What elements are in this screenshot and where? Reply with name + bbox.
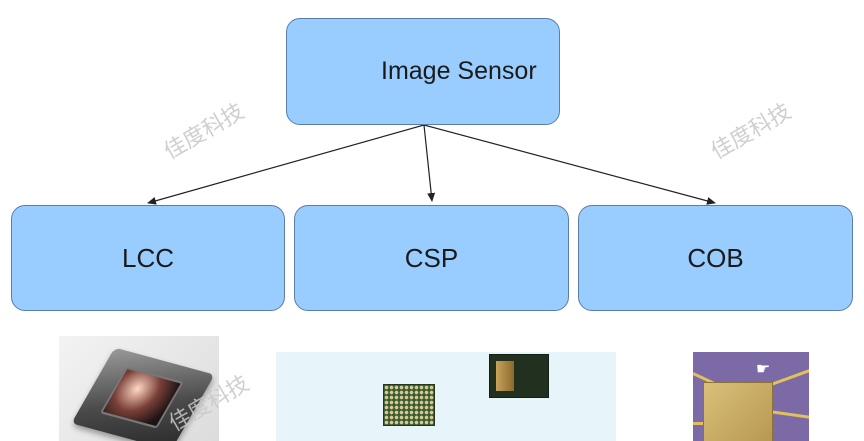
csp-die-stripe: [496, 361, 514, 391]
csp-die-chip: [489, 354, 549, 398]
image-sensor-label: Image Sensor: [381, 57, 537, 85]
image-sensor-node: Image Sensor: [286, 18, 560, 125]
cob-node: COB: [578, 205, 853, 311]
lcc-label: LCC: [121, 242, 174, 273]
cob-package-photo: ☛: [693, 352, 809, 441]
csp-label: CSP: [404, 242, 459, 273]
lcc-package-photo: [59, 336, 219, 441]
lcc-node: LCC: [11, 205, 285, 311]
cob-bare-die: [703, 382, 773, 441]
arrow-to-cob: [423, 124, 716, 205]
arrow-to-lcc: [147, 124, 425, 205]
cob-label: COB: [687, 242, 744, 273]
cob-trace: [768, 410, 809, 420]
csp-package-photo: [276, 352, 616, 441]
csp-node: CSP: [294, 205, 569, 311]
csp-ball-grid-chip: [383, 384, 435, 426]
cob-trace: [693, 422, 709, 425]
arrow-to-csp: [423, 124, 436, 202]
pointing-hand-icon: ☛: [755, 361, 771, 378]
